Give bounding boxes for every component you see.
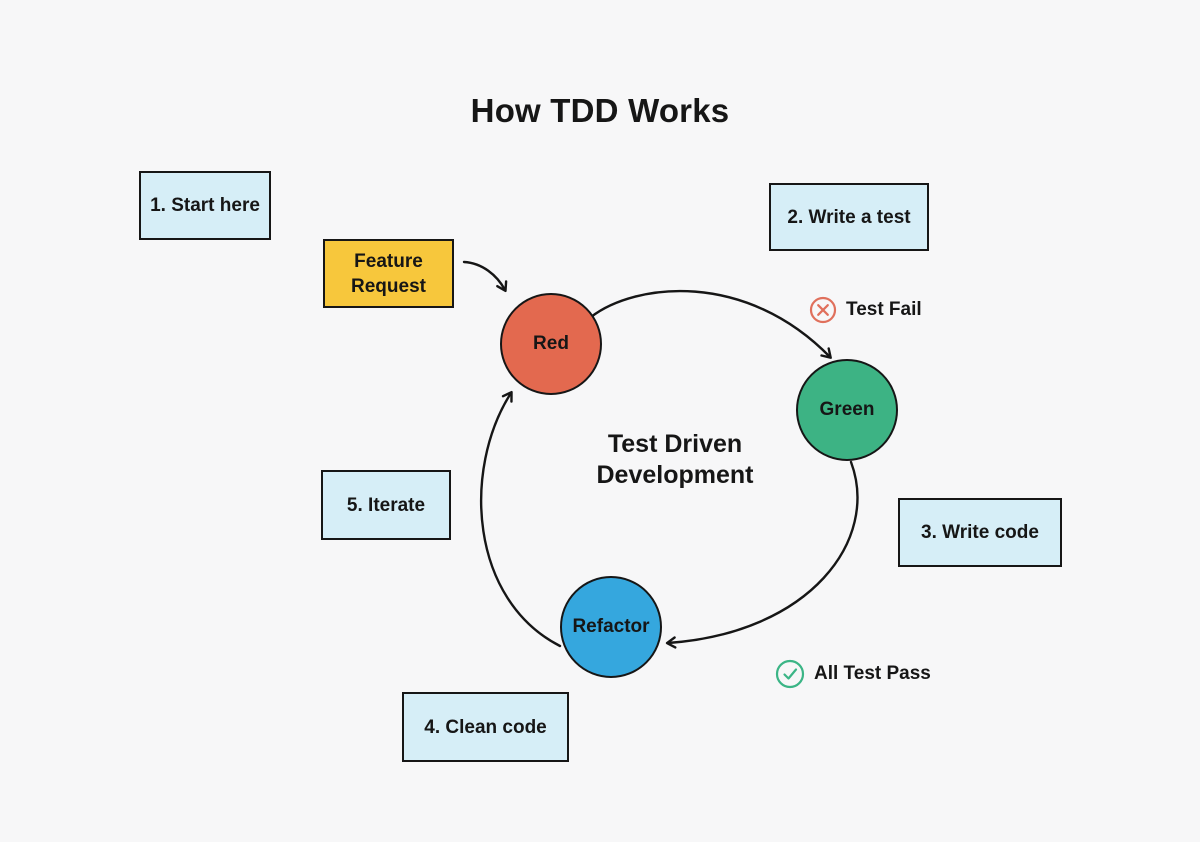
- node-refactor-label: Refactor: [572, 616, 650, 637]
- box-feature-request: Feature Request: [323, 239, 454, 308]
- test-fail-label: Test Fail: [846, 299, 922, 320]
- arrow-feature-to-red: [462, 260, 508, 293]
- diagram-title: How TDD Works: [470, 92, 730, 129]
- box-clean-code: 4. Clean code: [402, 692, 569, 762]
- box-write-a-test: 2. Write a test: [769, 183, 929, 251]
- box-clean-code-label: 4. Clean code: [424, 716, 547, 738]
- box-write-a-test-label: 2. Write a test: [787, 206, 911, 228]
- box-write-code: 3. Write code: [898, 498, 1062, 567]
- node-red-label: Red: [533, 333, 569, 354]
- test-pass-icon: [775, 659, 805, 689]
- test-pass-label: All Test Pass: [814, 663, 931, 684]
- arrow-red-to-green: [589, 289, 832, 359]
- test-fail-icon: [809, 296, 837, 324]
- box-iterate: 5. Iterate: [321, 470, 451, 540]
- box-start-here: 1. Start here: [139, 171, 271, 240]
- annotation-test-fail: Test Fail: [809, 296, 922, 324]
- box-write-code-label: 3. Write code: [921, 522, 1039, 543]
- box-iterate-label: 5. Iterate: [346, 494, 426, 516]
- node-red: Red: [500, 293, 602, 395]
- box-start-here-label: 1. Start here: [150, 195, 260, 216]
- center-label: Test Driven Development: [596, 430, 754, 489]
- annotation-all-test-pass: All Test Pass: [775, 659, 931, 689]
- node-green-label: Green: [819, 399, 875, 420]
- node-refactor: Refactor: [560, 576, 662, 678]
- node-green: Green: [796, 359, 898, 461]
- box-feature-request-label: Feature Request: [351, 250, 426, 297]
